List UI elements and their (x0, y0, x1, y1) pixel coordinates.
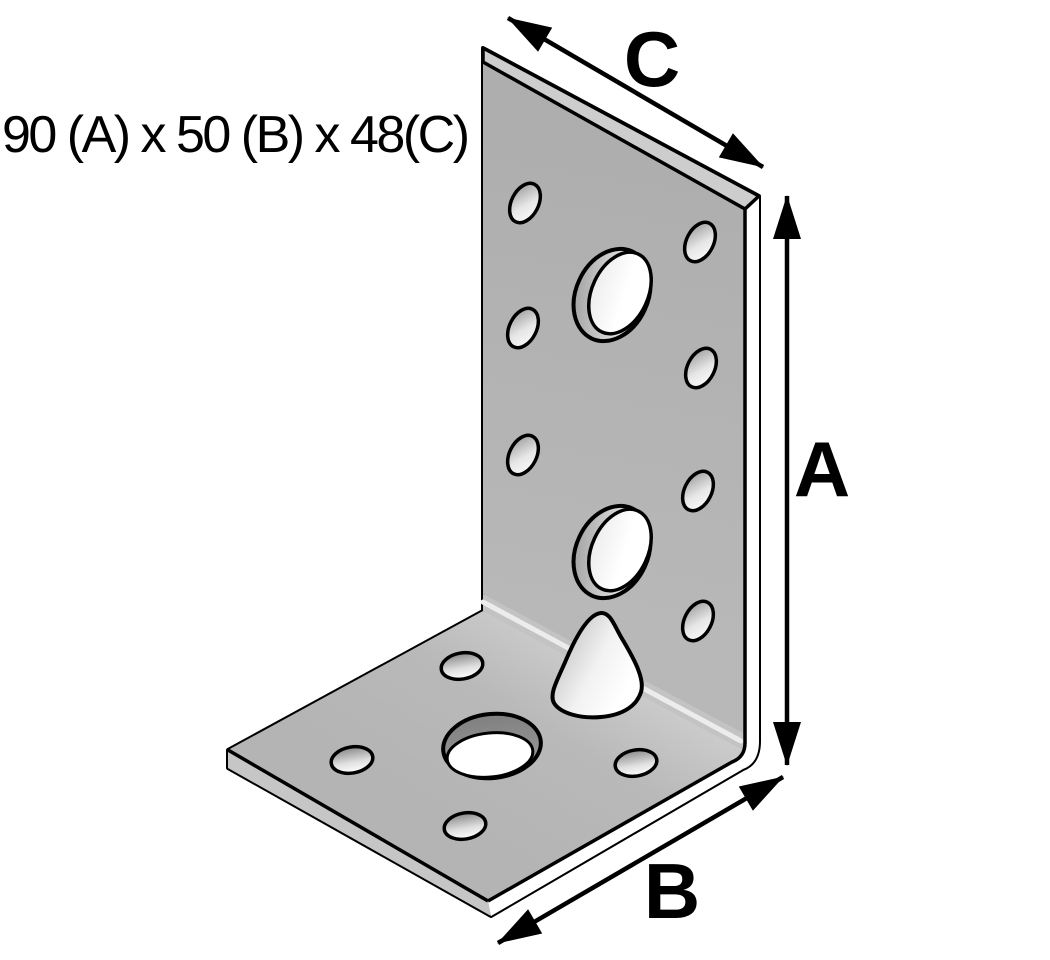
screw-hole (682, 220, 718, 264)
screw-hole (683, 346, 719, 390)
screw-hole (680, 469, 716, 513)
screw-hole (505, 306, 541, 350)
angle-bracket (226, 46, 761, 918)
plate-inner-edge-right (487, 209, 747, 903)
dimension-arrow-c (506, 16, 765, 169)
screw-hole (439, 650, 485, 682)
screw-hole (329, 744, 375, 776)
bolt-hole-bore (587, 507, 653, 593)
base-bolt-hole (441, 711, 543, 781)
screw-hole (505, 433, 541, 477)
base-front-left-edge (227, 748, 489, 903)
screw-hole (613, 747, 659, 779)
base-screw-holes (329, 650, 659, 842)
wall-bolt-hole-lower (571, 503, 653, 601)
dimension-arrow-b (496, 775, 785, 945)
dimension-label-b: B (644, 847, 700, 935)
screw-hole (680, 599, 716, 643)
size-caption: 90 (A) x 50 (B) x 48(C) (2, 106, 468, 164)
dimension-label-a: A (794, 425, 850, 513)
vertical-flange-face (483, 62, 745, 734)
bolt-hole-bore (445, 731, 535, 779)
dimension-label-c: C (624, 15, 680, 103)
dimension-arrows (496, 16, 801, 945)
wall-screw-holes (505, 181, 719, 643)
wall-bolt-hole-upper (571, 246, 653, 344)
bolt-hole-bore (587, 250, 653, 336)
screw-hole (442, 810, 488, 842)
screw-hole (507, 181, 543, 225)
gusset-rib (550, 611, 644, 720)
front-left-edge-thickness (228, 750, 491, 916)
